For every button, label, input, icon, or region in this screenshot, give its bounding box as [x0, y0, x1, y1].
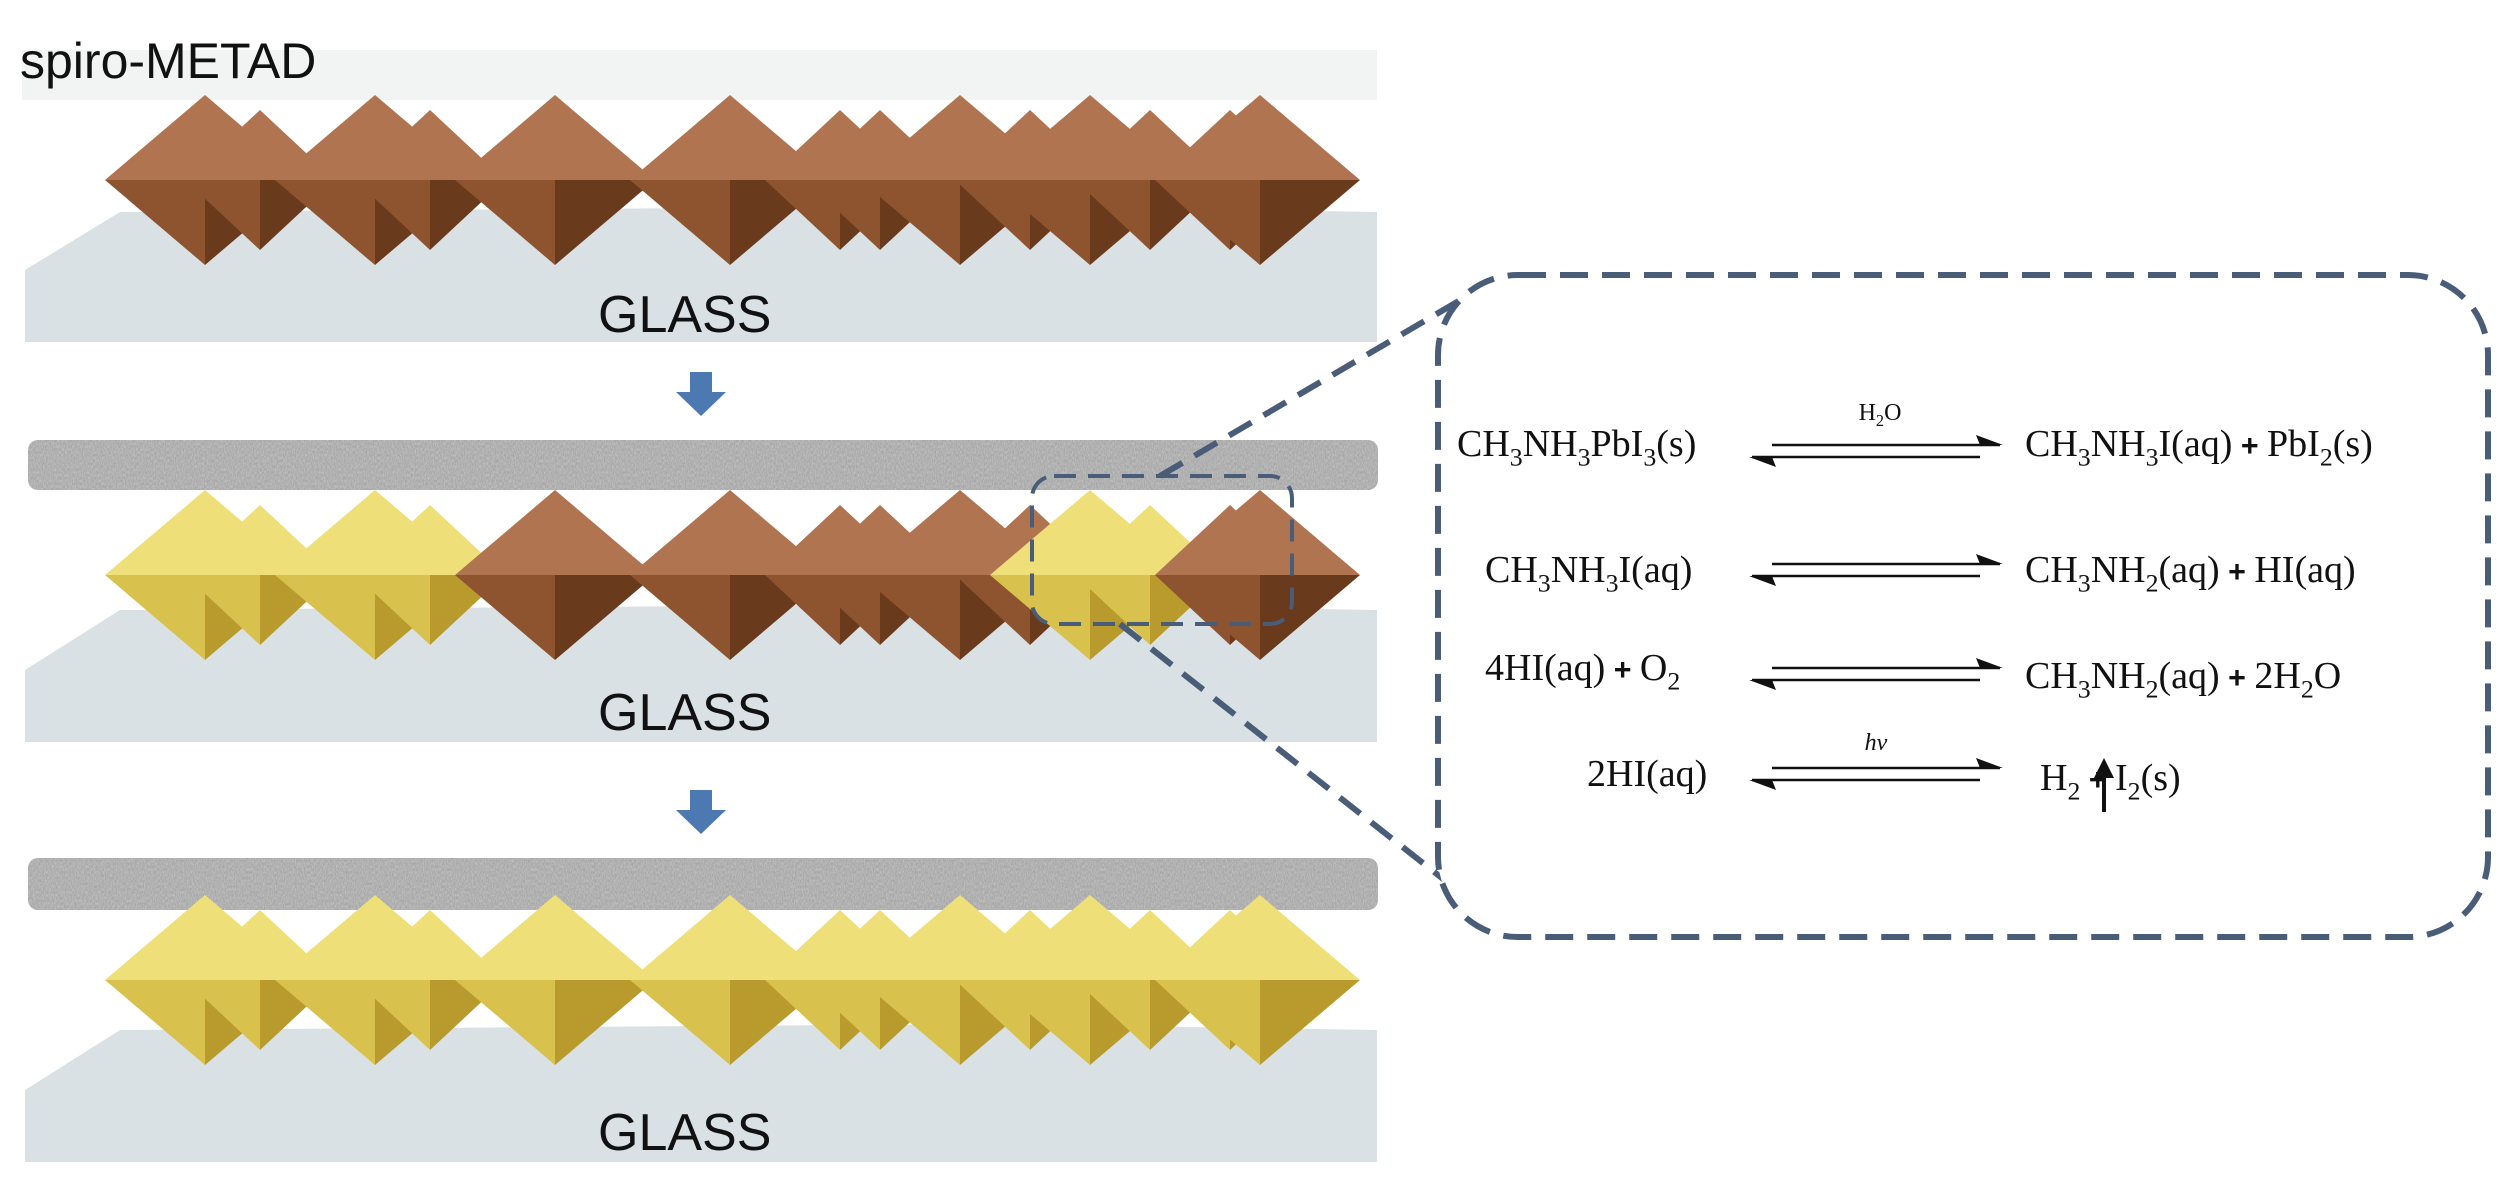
reaction-1-product: CH3NH3I(aq) + PbI2(s) — [2025, 423, 2373, 472]
perovskite-octahedron — [455, 895, 655, 1065]
spiro-layer-2 — [28, 440, 1378, 490]
reaction-1-reactant: CH3NH3PbI3(s) — [1457, 423, 1696, 472]
equilibrium-arrow-icon — [1749, 658, 2003, 690]
spiro-band — [22, 50, 1377, 100]
equilibrium-arrow-icon — [1749, 554, 2003, 586]
down-arrow-icon — [676, 790, 726, 834]
reaction-panel — [1435, 272, 2491, 940]
reaction-2-product: CH3NH2(aq) + HI(aq) — [2025, 549, 2356, 598]
gas-evolution-arrow-icon — [2094, 758, 2114, 812]
equilibrium-arrow-icon — [1749, 435, 2003, 467]
zoom-connector-top — [1158, 275, 1500, 479]
equilibrium-arrow-icon — [1749, 758, 2003, 790]
reaction-3-product: CH3NH2(aq) + 2H2O — [2025, 655, 2341, 704]
octahedra-row-3 — [105, 895, 1360, 1065]
reaction-4-reactant: 2HI(aq) — [1587, 753, 1707, 795]
octahedra-row-2 — [105, 490, 1360, 660]
glass-label-1: GLASS — [598, 286, 771, 344]
perovskite-octahedron — [1160, 895, 1360, 1065]
reaction-2-reactant: CH3NH3I(aq) — [1485, 549, 1692, 598]
glass-label-3: GLASS — [598, 1104, 771, 1162]
reaction-1-condition: H2O — [1859, 400, 1902, 430]
reaction-3-reactant: 4HI(aq) + O2 — [1485, 647, 1680, 696]
spiro-layer-3 — [28, 858, 1378, 910]
octahedra-row-1 — [105, 95, 1360, 265]
down-arrow-icon — [676, 372, 726, 416]
glass-label-2: GLASS — [598, 684, 771, 742]
zoom-connector-bottom — [1118, 621, 1454, 889]
perovskite-octahedron — [455, 490, 655, 660]
reaction-4-condition: hv — [1865, 730, 1888, 756]
perovskite-octahedron — [1160, 95, 1360, 265]
reaction-equations: CH3NH3PbI3(s) H2O CH3NH3I(aq) + PbI2(s) … — [1457, 400, 2373, 812]
perovskite-octahedron — [455, 95, 655, 265]
perovskite-octahedron — [1160, 490, 1360, 660]
spiro-metad-label: spiro-METAD — [20, 33, 316, 89]
reaction-4-product: H2 + I2(s) — [2040, 757, 2181, 806]
glass-slab-3 — [25, 1024, 1377, 1162]
